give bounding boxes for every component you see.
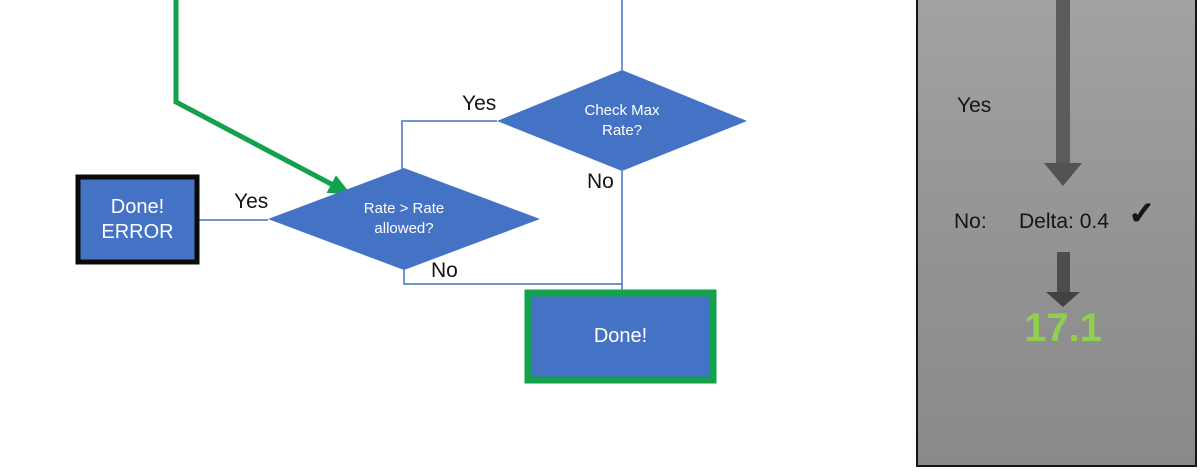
rate-allowed-label: Rate > Rate allowed?	[363, 200, 445, 237]
done-box	[524, 289, 717, 384]
panel-no-label: No:	[954, 210, 987, 233]
rate-yes-label: Yes	[234, 190, 269, 213]
checkmark-icon: ✓	[1128, 195, 1155, 231]
check-max-rate-diamond	[497, 70, 747, 171]
check-max-rate-label: Check Max Rate?	[584, 101, 660, 139]
green-arrow	[173, 0, 352, 195]
connector-rate-no	[403, 270, 622, 285]
connector-checkmax-yes	[401, 120, 497, 169]
panel-result-value: 17.1	[1024, 306, 1102, 350]
rate-allowed-diamond	[268, 168, 540, 270]
rate-no-label: No	[431, 259, 458, 282]
down-arrow-short-icon	[1046, 252, 1080, 307]
checkmax-yes-label: Yes	[462, 92, 497, 115]
down-arrow-long-icon	[1044, 0, 1082, 186]
done-label: Done!	[593, 325, 648, 347]
done-error-label: Done! ERROR	[101, 195, 174, 243]
panel-yes-label: Yes	[957, 94, 992, 117]
done-error-box	[75, 174, 200, 265]
panel-delta-value: Delta: 0.4	[1019, 210, 1109, 233]
checkmax-no-label: No	[587, 170, 614, 193]
